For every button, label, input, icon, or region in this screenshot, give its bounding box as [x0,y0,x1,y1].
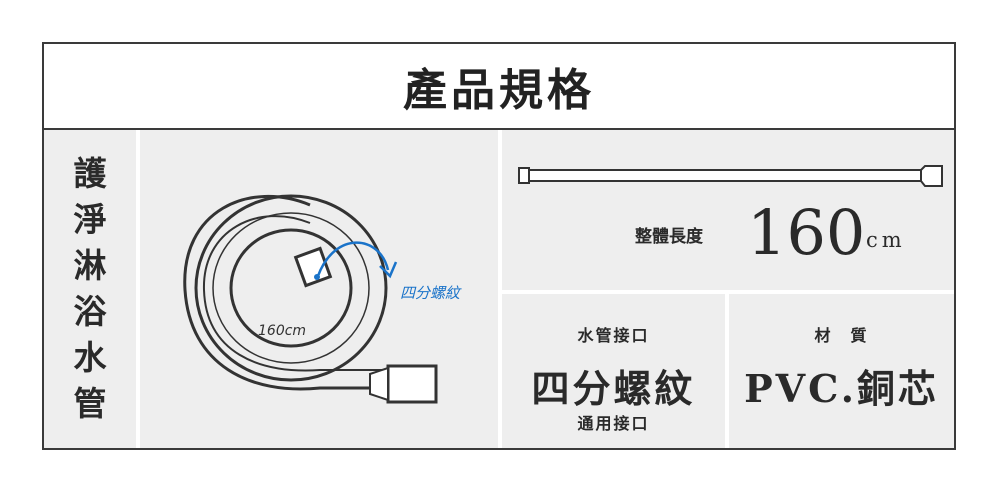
thread-note: 四分螺紋 [400,284,462,302]
spec-table: 產品規格 護淨淋浴水管 四分螺紋 160cm [42,42,956,450]
hose-inner-coil-edge [229,228,353,348]
length-unit: cm [866,228,906,252]
thread-label: 水管接口 [577,326,650,345]
top-connector [293,246,333,288]
coiled-hose-illustration: 四分螺紋 160cm [183,194,462,404]
product-name-cell: 護淨淋浴水管 [44,130,136,448]
thread-arrow-head [379,261,398,279]
straight-hose-body [528,169,922,182]
thread-note-text: 通用接口 [577,414,650,433]
bottom-connector [386,364,438,404]
length-cell: 整體長度 160 cm [502,130,954,290]
material-cell: 材 質 PVC.銅芯 [729,294,954,448]
hose-outer-coil-inner-edge [202,215,385,372]
connector-neck [369,366,389,402]
material-value: PVC.銅芯 [744,366,939,411]
hose-illustration-cell: 四分螺紋 160cm [140,130,498,448]
material-label: 材 質 [814,326,869,345]
page-title: 產品規格 [403,65,595,116]
thread-arrow-dot [314,274,320,280]
thread-cell: 水管接口 四分螺紋 通用接口 [502,294,725,448]
product-name: 護淨淋浴水管 [73,154,107,423]
right-hose-cap [920,165,943,187]
thread-value: 四分螺紋 [531,366,696,411]
hose-inner-coil-mid [212,212,370,364]
straight-hose-illustration [518,165,943,187]
hose-outer-coil [183,195,385,391]
left-hose-cap [518,167,530,184]
length-value: 160 [747,196,866,269]
title-bar: 產品規格 [44,44,954,130]
length-note: 160cm [258,323,306,339]
hose-inner-coil [194,194,388,382]
thread-arrow [316,241,390,277]
length-label: 整體長度 [635,227,703,247]
